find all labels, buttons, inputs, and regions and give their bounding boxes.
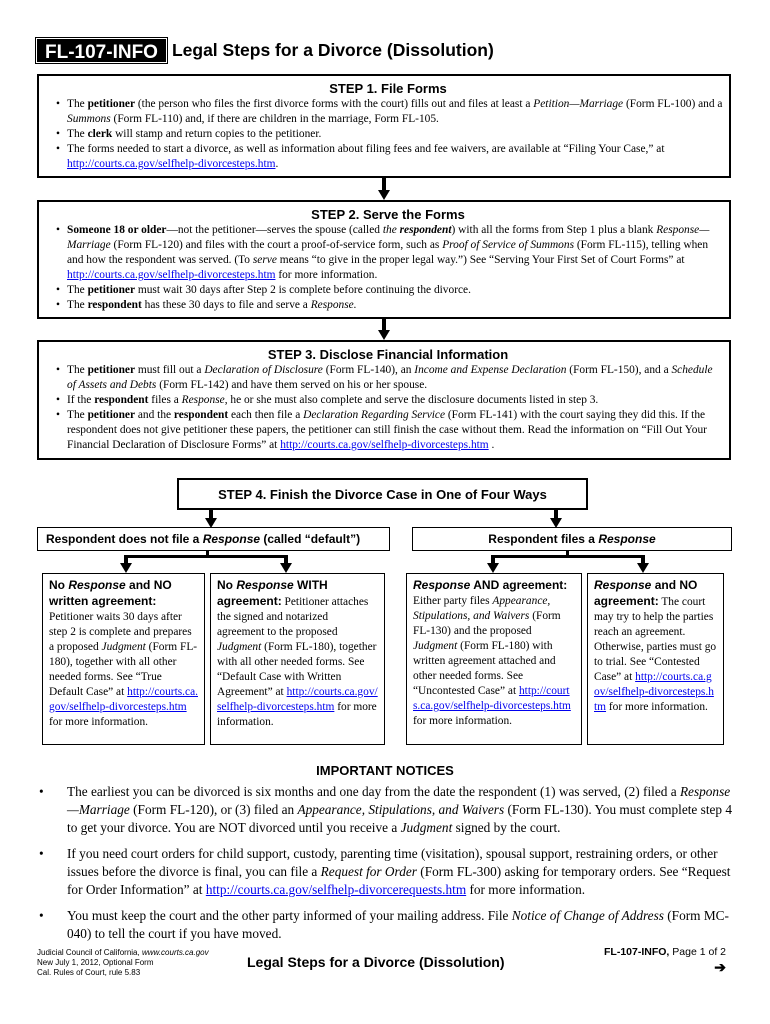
step-4-title: STEP 4. Finish the Divorce Case in One o… <box>218 486 547 502</box>
down-arrow-icon <box>487 555 499 573</box>
down-arrow-icon <box>205 510 217 528</box>
step-2-list: Someone 18 or older—not the petitioner—s… <box>53 223 723 313</box>
list-item: The earliest you can be divorced is six … <box>37 783 737 837</box>
step-2-title: STEP 2. Serve the Forms <box>311 207 465 222</box>
list-item: Someone 18 or older—not the petitioner—s… <box>53 223 723 283</box>
step-1-list: The petitioner (the person who files the… <box>53 97 723 172</box>
footer-title: Legal Steps for a Divorce (Dissolution) <box>247 954 505 970</box>
list-item: The petitioner must wait 30 days after S… <box>53 283 723 298</box>
page-title: Legal Steps for a Divorce (Dissolution) <box>171 39 494 60</box>
list-item: The petitioner and the respondent each t… <box>53 408 723 453</box>
step-3-title: STEP 3. Disclose Financial Information <box>267 347 509 362</box>
list-item: The respondent has these 30 days to file… <box>53 298 723 313</box>
down-arrow-icon <box>637 555 649 573</box>
step-4-box: STEP 4. Finish the Divorce Case in One o… <box>177 478 588 510</box>
down-arrow-icon <box>550 510 562 528</box>
case-default-no-agreement: No Response and NO written agreement: Pe… <box>42 573 205 745</box>
list-item: If you need court orders for child suppo… <box>37 845 737 899</box>
case-uncontested: Response AND agreement: Either party fil… <box>406 573 582 745</box>
divorce-requests-link[interactable]: http://courts.ca.gov/selfhelp-divorcereq… <box>205 882 467 897</box>
down-arrow-icon <box>378 319 390 340</box>
page-header: FL-107-INFO Legal Steps for a Divorce (D… <box>35 36 494 64</box>
divorce-steps-link[interactable]: http://courts.ca.gov/selfhelp-divorceste… <box>49 686 198 713</box>
divorce-steps-link[interactable]: http://courts.ca.gov/selfhelp-divorceste… <box>413 685 571 712</box>
down-arrow-icon <box>120 555 132 573</box>
case-contested: Response and NO agreement: The court may… <box>587 573 724 745</box>
list-item: The clerk will stamp and return copies t… <box>53 127 723 142</box>
case-default-with-agreement: No Response WITH agreement: Petitioner a… <box>210 573 385 745</box>
footer-page-info: FL-107-INFO, Page 1 of 2 ➔ <box>604 946 726 975</box>
connector-line <box>125 555 286 558</box>
footer-publisher-info: Judicial Council of California, www.cour… <box>37 948 209 977</box>
step-3-list: The petitioner must fill out a Declarati… <box>53 363 723 453</box>
step-1-title: STEP 1. File Forms <box>329 81 447 96</box>
branch-response: Respondent files a Response <box>412 527 732 551</box>
connector-line <box>206 551 209 556</box>
list-item: If the respondent files a Response, he o… <box>53 393 723 408</box>
list-item: You must keep the court and the other pa… <box>37 907 737 943</box>
list-item: The forms needed to start a divorce, as … <box>53 142 723 172</box>
divorce-steps-link[interactable]: http://courts.ca.gov/selfhelp-divorceste… <box>67 269 276 281</box>
divorce-steps-link[interactable]: http://courts.ca.gov/selfhelp-divorceste… <box>594 671 714 713</box>
list-item: The petitioner (the person who files the… <box>53 97 723 127</box>
next-page-arrow-icon: ➔ <box>714 959 726 975</box>
notices-title: IMPORTANT NOTICES <box>316 763 454 778</box>
down-arrow-icon <box>280 555 292 573</box>
divorce-steps-link[interactable]: http://courts.ca.gov/selfhelp-divorceste… <box>67 158 276 170</box>
divorce-steps-link[interactable]: http://courts.ca.gov/selfhelp-divorceste… <box>217 686 378 713</box>
connector-line <box>492 555 643 558</box>
list-item: The petitioner must fill out a Declarati… <box>53 363 723 393</box>
form-id: FL-107-INFO <box>35 36 168 64</box>
divorce-steps-link[interactable]: http://courts.ca.gov/selfhelp-divorceste… <box>280 439 489 451</box>
step-3-box: STEP 3. Disclose Financial Information T… <box>37 340 731 460</box>
connector-line <box>566 551 569 556</box>
step-2-box: STEP 2. Serve the Forms Someone 18 or ol… <box>37 200 731 319</box>
branch-no-response: Respondent does not file a Response (cal… <box>37 527 390 551</box>
step-1-box: STEP 1. File Forms The petitioner (the p… <box>37 74 731 178</box>
down-arrow-icon <box>378 178 390 200</box>
notices-list: The earliest you can be divorced is six … <box>37 783 737 951</box>
